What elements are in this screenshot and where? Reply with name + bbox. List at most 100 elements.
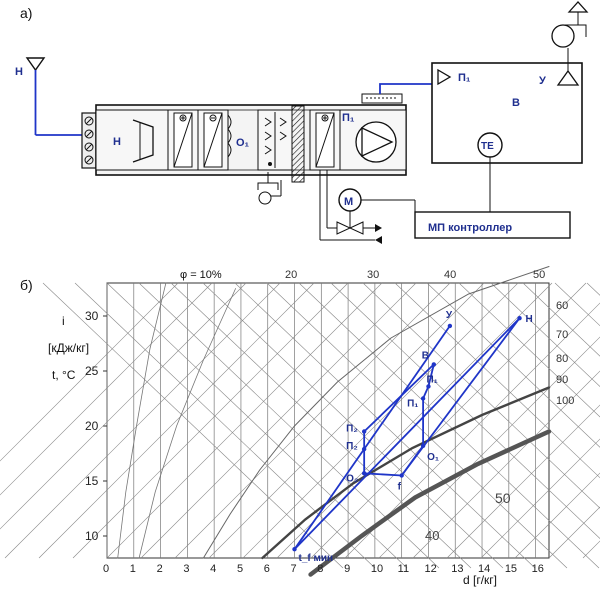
valve-icon xyxy=(336,221,382,235)
humidity-curve xyxy=(138,288,236,559)
chart-curves xyxy=(117,266,552,577)
enthalpy-inner-label: 50 xyxy=(495,490,511,506)
process-lines xyxy=(293,317,521,550)
point-label: П₂ xyxy=(346,441,358,452)
humidity-right-tick: 90 xyxy=(556,374,568,386)
data-point xyxy=(420,396,426,401)
grid-line-enthalpy xyxy=(490,282,600,387)
grid-line-rising xyxy=(582,540,600,559)
x-tick-label: 8 xyxy=(317,563,323,575)
x-tick-label: 13 xyxy=(451,563,463,575)
room-box xyxy=(431,62,583,164)
point-label: О₁ xyxy=(427,452,439,463)
point-label: t_f мин xyxy=(299,553,334,564)
grid-line-rising xyxy=(0,282,247,530)
humidity-right-tick: 80 xyxy=(556,353,568,365)
humidity-curve xyxy=(117,282,167,559)
humidity-curve xyxy=(202,266,550,559)
y-tick-label: 25 xyxy=(85,364,99,378)
grid-line-enthalpy xyxy=(74,282,376,569)
panel-a-label: а) xyxy=(20,5,32,21)
grid-line-rising xyxy=(208,282,485,559)
enthalpy-top-tick: 40 xyxy=(444,269,456,281)
grid-line-enthalpy xyxy=(170,282,472,569)
humidity-curve xyxy=(261,386,551,560)
y-tick-label: 15 xyxy=(85,474,99,488)
data-point xyxy=(431,362,437,367)
grid-line-enthalpy xyxy=(202,282,504,569)
exhaust-vent-icon xyxy=(551,1,589,86)
chart-grid xyxy=(0,282,600,569)
grid-line-rising xyxy=(106,282,383,559)
data-point xyxy=(447,323,453,329)
grid-line-rising xyxy=(514,472,600,559)
pump-icon xyxy=(257,172,282,205)
process-segment xyxy=(293,317,521,550)
enthalpy-top-tick: 50 xyxy=(533,269,545,281)
grid-line-rising xyxy=(140,282,417,559)
grid-line-rising xyxy=(38,282,315,559)
point-label: В xyxy=(422,350,429,361)
grid-line-rising xyxy=(0,282,213,496)
grid-line-enthalpy xyxy=(106,282,408,569)
x-tick-label: 6 xyxy=(264,563,270,575)
controller-label: МП контроллер xyxy=(428,222,512,234)
x-tick-label: 12 xyxy=(424,563,436,575)
x-tick-label: 3 xyxy=(183,563,189,575)
intake-damper-icon xyxy=(81,112,97,169)
supply-duct xyxy=(361,83,432,104)
cooler-icon xyxy=(197,109,232,171)
humidifier-icon xyxy=(257,109,293,171)
y-axis-label-t: t, °C xyxy=(52,368,76,382)
process-segment xyxy=(422,386,430,399)
x-axis-label: d [г/кг] xyxy=(463,573,497,587)
y-axis-label-units: [кДж/кг] xyxy=(48,341,89,355)
outdoor-inlet-icon xyxy=(25,57,82,136)
x-tick-label: 0 xyxy=(103,563,109,575)
x-tick-label: 5 xyxy=(237,563,243,575)
room-probe-label: П₁ xyxy=(458,72,471,84)
process-segment xyxy=(400,445,424,477)
y-axis-label-i: i xyxy=(62,314,65,328)
data-point xyxy=(420,443,426,448)
point-label: П₂ xyxy=(346,424,358,435)
enthalpy-inner-label: 40 xyxy=(425,528,439,543)
grid-line-enthalpy xyxy=(298,282,600,569)
process-segment xyxy=(427,364,435,387)
grid-line-rising xyxy=(174,282,451,559)
data-point xyxy=(517,316,522,321)
grid-line-enthalpy xyxy=(458,282,600,418)
inlet-section-label: Н xyxy=(113,136,121,148)
grid-line-rising xyxy=(480,438,600,559)
after-first-heater-label: П₁ xyxy=(342,112,355,124)
grid-line-rising xyxy=(4,282,281,559)
point-label: О₂ xyxy=(346,473,358,484)
enthalpy-top-tick: 30 xyxy=(367,269,379,281)
grid-line-enthalpy xyxy=(586,282,600,296)
humidity-right-tick: 60 xyxy=(556,300,568,312)
x-tick-label: 11 xyxy=(398,563,409,575)
grid-line-rising xyxy=(242,282,519,559)
x-tick-label: 9 xyxy=(344,563,350,575)
humidity-curve xyxy=(308,429,552,577)
grid-line-enthalpy xyxy=(362,282,600,509)
process-segment xyxy=(293,325,451,550)
first-heater-label: О₁ xyxy=(236,137,250,149)
data-point xyxy=(426,384,431,389)
grid-line-enthalpy xyxy=(394,282,600,479)
grid-line-rising xyxy=(310,282,587,559)
y-tick-label: 20 xyxy=(85,419,99,433)
schematic-panel: а) Н Н xyxy=(15,1,589,244)
grid-line-rising xyxy=(446,404,600,559)
x-tick-label: 15 xyxy=(505,563,517,575)
grid-line-enthalpy xyxy=(266,282,568,569)
process-segment xyxy=(364,472,402,477)
point-label: Н xyxy=(526,314,533,325)
x-tick-label: 16 xyxy=(532,563,544,575)
grid-line-rising xyxy=(0,282,179,462)
data-point xyxy=(361,446,367,452)
humidity-right-tick: 70 xyxy=(556,329,568,341)
heater-icon xyxy=(167,109,199,171)
